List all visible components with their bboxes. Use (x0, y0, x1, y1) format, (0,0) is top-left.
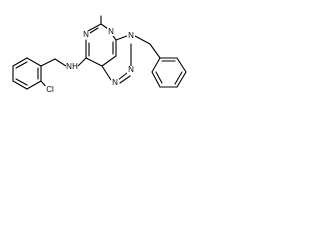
atom-cl: Cl (46, 85, 54, 94)
bond-ph-1 (151, 57, 161, 73)
bond-clph-6 (26, 57, 42, 67)
bond-clph-inner-3 (15, 61, 28, 69)
bond-c-nh (77, 57, 87, 67)
bond-ph-5 (176, 57, 187, 73)
bond-ph-4 (176, 71, 187, 88)
bond-c-n3 (115, 35, 128, 41)
structure-canvas: N N N N N N H Cl (0, 0, 200, 109)
atom-h-amine: H (72, 62, 78, 71)
atom-n-triazole-bottom: N (112, 78, 118, 87)
atom-n-triazole-top: N (128, 31, 134, 40)
bond-n3-ch2 (134, 35, 151, 45)
bond-lines (12, 15, 187, 90)
atom-n-pyrimidine-top: N (108, 27, 114, 36)
atom-labels: N N N N N N H Cl (44, 27, 135, 94)
bond-clph-5 (12, 57, 28, 67)
bond-c-c-fused (101, 55, 117, 67)
bond-clph-2 (26, 80, 42, 90)
bond-nh-ch2 (54, 58, 67, 67)
bond-ch2-aryl (40, 58, 56, 67)
bond-clph-3 (12, 80, 28, 90)
atom-n-pyrimidine-left: N (83, 30, 89, 39)
bond-c-n-top-left-double (89, 27, 99, 34)
bond-clph-inner-2 (15, 78, 28, 86)
bond-c-triazole-bottom (101, 65, 112, 81)
bond-triazole-bottom-right-double (117, 72, 128, 81)
bond-c-n-top-left (87, 23, 102, 32)
bond-c-c-bottom (85, 57, 103, 67)
bond-ph-inner-2 (174, 71, 183, 85)
atom-n-triazole-right: N (128, 65, 134, 74)
bond-triazole-bottom-right (119, 75, 131, 84)
bond-ch2-phenyl (149, 43, 161, 59)
molecule-drawing: N N N N N N H Cl (12, 15, 187, 94)
atom-n-amine: N (66, 62, 72, 71)
bond-ph-2 (151, 71, 161, 88)
bond-ph-inner-1 (155, 71, 163, 84)
